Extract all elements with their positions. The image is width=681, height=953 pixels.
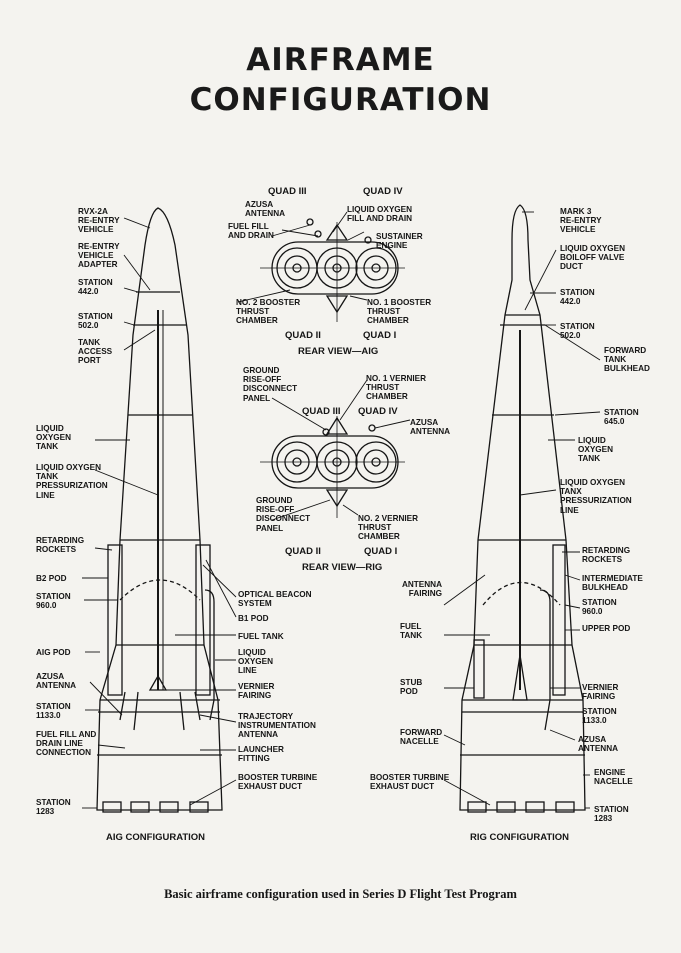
rv2-ground-top: GROUND RISE-OFF DISCONNECT PANEL bbox=[243, 366, 298, 403]
rig-stub-pod: STUB POD bbox=[400, 678, 423, 697]
aig-st442: STATION 442.0 bbox=[78, 278, 113, 297]
rv2-ground-bottom: GROUND RISE-OFF DISCONNECT PANEL bbox=[256, 496, 311, 533]
aig-st502: STATION 502.0 bbox=[78, 312, 113, 331]
rig-lox-tank: LIQUID OXYGEN TANK bbox=[578, 436, 614, 464]
rear-view-rig-drawing bbox=[260, 416, 405, 518]
aig-vernier: VERNIER FAIRING bbox=[238, 682, 275, 701]
rig-rocket-drawing bbox=[459, 204, 586, 813]
rv1-view-label: REAR VIEW—AIG bbox=[298, 346, 379, 357]
rig-antenna-fairing: ANTENNA FAIRING bbox=[401, 580, 442, 599]
rv1-quad-iv: QUAD IV bbox=[363, 186, 403, 197]
title-line-1: AIRFRAME bbox=[246, 42, 435, 78]
rig-fwd-nacelle: FORWARD NACELLE bbox=[400, 728, 443, 747]
aig-fuel-tank: FUEL TANK bbox=[238, 632, 284, 641]
rv2-quad-iii: QUAD III bbox=[302, 406, 341, 417]
rig-boiloff: LIQUID OXYGEN BOILOFF VALVE DUCT bbox=[560, 244, 626, 272]
aig-st1133: STATION 1133.0 bbox=[36, 702, 71, 721]
aig-retarding: RETARDING ROCKETS bbox=[36, 536, 85, 555]
aig-launcher: LAUNCHER FITTING bbox=[238, 745, 284, 764]
aig-booster-exhaust: BOOSTER TURBINE EXHAUST DUCT bbox=[238, 773, 318, 792]
rig-st1133: STATION 1133.0 bbox=[582, 707, 617, 726]
aig-rocket-drawing bbox=[96, 207, 223, 813]
aig-b2pod: B2 POD bbox=[36, 574, 67, 583]
aig-tank-port: TANK ACCESS PORT bbox=[78, 338, 113, 366]
rv1-quad-ii: QUAD II bbox=[285, 330, 321, 341]
rv2-vernier2: NO. 2 VERNIER THRUST CHAMBER bbox=[358, 514, 419, 542]
rig-retarding: RETARDING ROCKETS bbox=[582, 546, 631, 565]
rv2-quad-ii: QUAD II bbox=[285, 546, 321, 557]
rv1-quad-i: QUAD I bbox=[363, 330, 397, 341]
rig-vernier: VERNIER FAIRING bbox=[582, 683, 619, 702]
aig-pod: AIG POD bbox=[36, 648, 71, 657]
leader-lines bbox=[82, 211, 601, 809]
rv1-lox-fill: LIQUID OXYGEN FILL AND DRAIN bbox=[347, 205, 413, 224]
title-line-2: CONFIGURATION bbox=[189, 82, 492, 118]
aig-trajectory: TRAJECTORY INSTRUMENTATION ANTENNA bbox=[238, 712, 316, 740]
rig-lox-press: LIQUID OXYGEN TANX PRESSURIZATION LINE bbox=[560, 478, 632, 515]
rv2-azusa: AZUSA ANTENNA bbox=[410, 418, 451, 437]
rig-fwd-bulkhead: FORWARD TANK BULKHEAD bbox=[604, 346, 650, 374]
aig-azusa: AZUSA ANTENNA bbox=[36, 672, 77, 691]
rv2-vernier1: NO. 1 VERNIER THRUST CHAMBER bbox=[366, 374, 427, 402]
aig-lox-line: LIQUID OXYGEN LINE bbox=[238, 648, 274, 676]
aig-adapter: RE-ENTRY VEHICLE ADAPTER bbox=[78, 242, 120, 270]
rv2-quad-i: QUAD I bbox=[364, 546, 398, 557]
rig-st442: STATION 442.0 bbox=[560, 288, 595, 307]
rig-st645: STATION 645.0 bbox=[604, 408, 639, 427]
rig-upper-pod: UPPER POD bbox=[582, 624, 631, 633]
aig-fuel-fill: FUEL FILL AND DRAIN LINE CONNECTION bbox=[36, 730, 97, 758]
rig-booster-exhaust: BOOSTER TURBINE EXHAUST DUCT bbox=[370, 773, 450, 792]
rv1-booster1: NO. 1 BOOSTER THRUST CHAMBER bbox=[367, 298, 432, 326]
rig-engine-nacelle: ENGINE NACELLE bbox=[594, 768, 633, 787]
rig-intermediate: INTERMEDIATE BULKHEAD bbox=[582, 574, 643, 593]
rv1-azusa: AZUSA ANTENNA bbox=[245, 200, 286, 219]
rig-st502: STATION 502.0 bbox=[560, 322, 595, 341]
rig-st960: STATION 960.0 bbox=[582, 598, 617, 617]
aig-lox-tank: LIQUID OXYGEN TANK bbox=[36, 424, 72, 452]
rv2-quad-iv: QUAD IV bbox=[358, 406, 398, 417]
rig-st1283: STATION 1283 bbox=[594, 805, 629, 824]
rear-view-aig-drawing bbox=[260, 218, 405, 322]
aig-rvx: RVX-2A RE-ENTRY VEHICLE bbox=[78, 207, 120, 235]
aig-optical: OPTICAL BEACON SYSTEM bbox=[238, 590, 312, 609]
rv1-sustainer: SUSTAINER ENGINE bbox=[376, 232, 423, 251]
aig-config-label: AIG CONFIGURATION bbox=[106, 832, 206, 843]
aig-st960: STATION 960.0 bbox=[36, 592, 71, 611]
aig-st1283: STATION 1283 bbox=[36, 798, 71, 817]
rv2-view-label: REAR VIEW—RIG bbox=[302, 562, 383, 573]
aig-b1pod: B1 POD bbox=[238, 614, 269, 623]
rig-mark3: MARK 3 RE-ENTRY VEHICLE bbox=[560, 207, 602, 235]
rig-fuel-tank: FUEL TANK bbox=[400, 622, 423, 641]
rig-config-label: RIG CONFIGURATION bbox=[470, 832, 570, 843]
rig-azusa: AZUSA ANTENNA bbox=[578, 735, 619, 754]
rv1-quad-iii: QUAD III bbox=[268, 186, 307, 197]
rv1-fuel-fill: FUEL FILL AND DRAIN bbox=[228, 222, 274, 241]
aig-lox-press: LIQUID OXYGEN TANK PRESSURIZATION LINE bbox=[36, 463, 108, 500]
rv1-booster2: NO. 2 BOOSTER THRUST CHAMBER bbox=[236, 298, 301, 326]
figure-caption: Basic airframe configuration used in Ser… bbox=[164, 887, 517, 901]
